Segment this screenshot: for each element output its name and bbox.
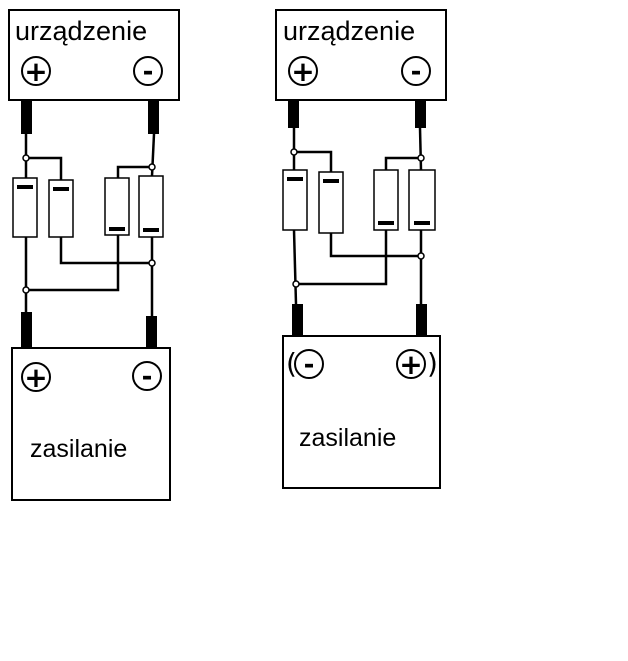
left-supply-minus-lug (146, 316, 157, 348)
left-device-plus-terminal-icon: + (21, 55, 51, 88)
left-device-minus-terminal-icon: - (133, 56, 163, 87)
right-junction-dot (292, 280, 300, 288)
right-device-minus-terminal-icon: - (401, 56, 431, 87)
right-supply-right-paren: ) (427, 347, 438, 380)
left-device-label: urządzenie (15, 16, 147, 46)
right-cell-2 (318, 171, 344, 234)
right-supply-left-paren: ( (286, 347, 297, 380)
right-device-plus-sign: + (291, 55, 314, 88)
right-supply-plus-terminal-icon: + (396, 348, 426, 381)
left-junction-dot (148, 163, 156, 171)
right-supply-box: ( - + ) zasilanie (282, 335, 441, 489)
right-cell-1 (282, 169, 308, 231)
left-supply-label: zasilanie (30, 435, 127, 463)
right-supply-left-lug (292, 304, 303, 336)
right-device-label: urządzenie (283, 16, 415, 46)
right-device-plus-lug (288, 100, 299, 128)
left-cell-4 (138, 175, 164, 238)
right-supply-label: zasilanie (299, 424, 396, 452)
left-cell-1 (12, 177, 38, 238)
right-junction-dot (417, 252, 425, 260)
right-supply-right-lug (416, 304, 427, 336)
left-junction-dot (22, 286, 30, 294)
left-supply-plus-terminal-icon: + (21, 361, 51, 394)
right-junction-dot (290, 148, 298, 156)
left-cell-2 (48, 179, 74, 238)
left-cell-3 (104, 177, 130, 236)
left-supply-box: + - zasilanie (11, 347, 171, 501)
left-supply-plus-sign: + (24, 361, 47, 394)
right-wiring-diagram: urządzenie + - (275, 9, 447, 489)
left-supply-minus-terminal-icon: - (132, 361, 162, 392)
right-device-minus-sign: - (411, 57, 422, 87)
left-device-plus-sign: + (24, 55, 47, 88)
left-wires (24, 133, 156, 316)
left-junction-dot (22, 154, 30, 162)
left-device-minus-sign: - (143, 57, 154, 87)
right-cell-4 (408, 169, 436, 231)
left-wiring-diagram: urządzenie + - (8, 9, 180, 501)
right-supply-plus-sign: + (399, 348, 422, 381)
left-device-minus-lug (148, 100, 159, 134)
right-cell-3 (373, 169, 399, 231)
left-supply-minus-sign: - (142, 362, 153, 392)
right-supply-minus-terminal-icon: - (294, 349, 324, 380)
right-device-minus-lug (415, 100, 426, 128)
right-supply-minus-sign: - (304, 350, 315, 380)
left-supply-plus-lug (21, 312, 32, 348)
left-device-box: urządzenie + - (8, 9, 180, 101)
left-junction-dot (148, 259, 156, 267)
right-junction-dot (417, 154, 425, 162)
left-device-plus-lug (21, 100, 32, 134)
right-device-plus-terminal-icon: + (288, 55, 318, 88)
right-device-box: urządzenie + - (275, 9, 447, 101)
right-wires (292, 127, 423, 305)
